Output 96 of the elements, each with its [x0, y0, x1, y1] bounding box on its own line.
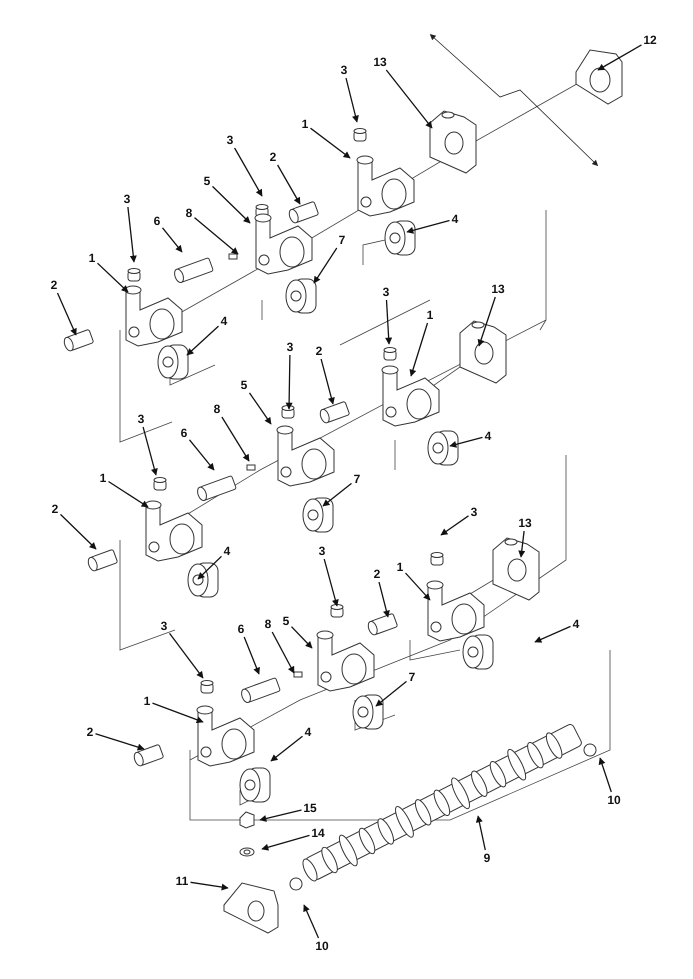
callout-number: 7 [354, 473, 360, 485]
callout-number: 3 [160, 620, 168, 632]
callout-number: 5 [204, 175, 210, 187]
callout-number: 4 [224, 545, 230, 557]
callout-number: 7 [408, 671, 416, 683]
leader-arrow [345, 78, 359, 123]
callout-number: 5 [282, 615, 290, 627]
callout-number: 13 [373, 56, 387, 68]
callout-number: 2 [270, 151, 276, 163]
leader-arrow [440, 515, 469, 536]
leader-arrow [322, 482, 352, 506]
leader-arrow [386, 70, 433, 129]
callout-number: 5 [240, 379, 248, 391]
leader-arrow [194, 217, 239, 254]
leader-arrow [60, 514, 96, 550]
callout-number: 6 [238, 623, 244, 635]
callout-number: 1 [144, 695, 150, 707]
leader-arrow [127, 206, 137, 263]
leader-arrow [291, 626, 312, 648]
leader-arrow [449, 436, 483, 448]
leader-arrow [190, 882, 229, 891]
leader-arrow [162, 227, 182, 253]
leader-arrow [598, 757, 612, 792]
leader-arrow [95, 733, 145, 750]
leader-arrow [212, 186, 250, 224]
leader-arrow [168, 632, 204, 679]
leader-arrow [272, 632, 295, 674]
callout-number: 15 [303, 802, 317, 814]
callout-number: 4 [220, 315, 228, 327]
callout-number: 8 [264, 618, 272, 630]
leader-arrow [189, 439, 214, 471]
callout-number: 13 [491, 283, 505, 295]
leader-arrow [410, 322, 428, 377]
leader-arrow [277, 164, 301, 205]
leader-arrow [152, 702, 204, 724]
callout-number: 3 [318, 545, 326, 557]
leader-arrow [221, 416, 250, 462]
callout-number: 11 [176, 875, 188, 887]
callout-number: 3 [226, 134, 234, 146]
callout-number: 6 [180, 427, 188, 439]
callout-number: 3 [382, 286, 390, 298]
callout-number: 10 [315, 940, 329, 952]
callout-number: 3 [138, 413, 144, 425]
leader-arrow [244, 636, 260, 675]
callout-number: 1 [302, 118, 308, 130]
leader-arrow [385, 300, 392, 345]
leader-arrow [597, 44, 642, 71]
callout-number: 3 [470, 506, 478, 518]
callout-number: 4 [452, 213, 458, 225]
leader-arrow [378, 582, 390, 618]
leader-arrow [375, 680, 407, 706]
callout-number: 6 [154, 215, 160, 227]
callout-number: 1 [426, 309, 434, 321]
leader-arrow [476, 815, 486, 850]
callout-number: 2 [52, 503, 58, 515]
callout-number: 3 [286, 341, 294, 353]
leader-arrow [534, 626, 571, 643]
callout-number: 2 [50, 279, 58, 291]
leader-arrow [261, 834, 310, 851]
callout-number: 8 [214, 403, 220, 415]
leader-arrow [108, 480, 149, 508]
callout-number: 3 [340, 64, 348, 76]
callout-number: 10 [607, 794, 621, 806]
callout-number: 1 [100, 472, 106, 484]
leader-arrow [186, 326, 219, 356]
callout-number: 4 [484, 430, 492, 442]
leader-arrow [248, 392, 272, 425]
callout-number: 3 [124, 193, 130, 205]
callout-number: 2 [86, 726, 94, 738]
leader-arrow [310, 128, 351, 159]
leader-arrow [405, 572, 430, 601]
callout-number: 13 [518, 517, 532, 529]
leader-arrow [259, 809, 302, 822]
leader-arrow [406, 220, 450, 234]
leader-arrow [478, 296, 496, 347]
callout-number: 9 [484, 852, 490, 864]
callout-number: 4 [304, 726, 312, 738]
leader-arrow [324, 558, 339, 607]
leader-arrow [320, 358, 335, 405]
callout-number: 2 [374, 568, 380, 580]
callout-number: 12 [643, 34, 657, 46]
callout-number: 2 [316, 345, 322, 357]
leader-arrow [234, 148, 263, 197]
callout-number: 8 [186, 207, 192, 219]
callout-number: 1 [88, 252, 96, 264]
leader-arrow [303, 904, 320, 938]
callout-number: 1 [396, 561, 404, 573]
callout-number: 7 [338, 234, 346, 246]
leader-arrow [313, 248, 338, 284]
leader-arrow [56, 292, 77, 336]
leader-arrow [142, 426, 158, 476]
leader-arrow [97, 262, 128, 292]
leader-arrow [286, 354, 293, 410]
leader-arrow [270, 736, 303, 762]
callout-number: 14 [311, 827, 325, 839]
callout-number: 4 [572, 618, 580, 630]
